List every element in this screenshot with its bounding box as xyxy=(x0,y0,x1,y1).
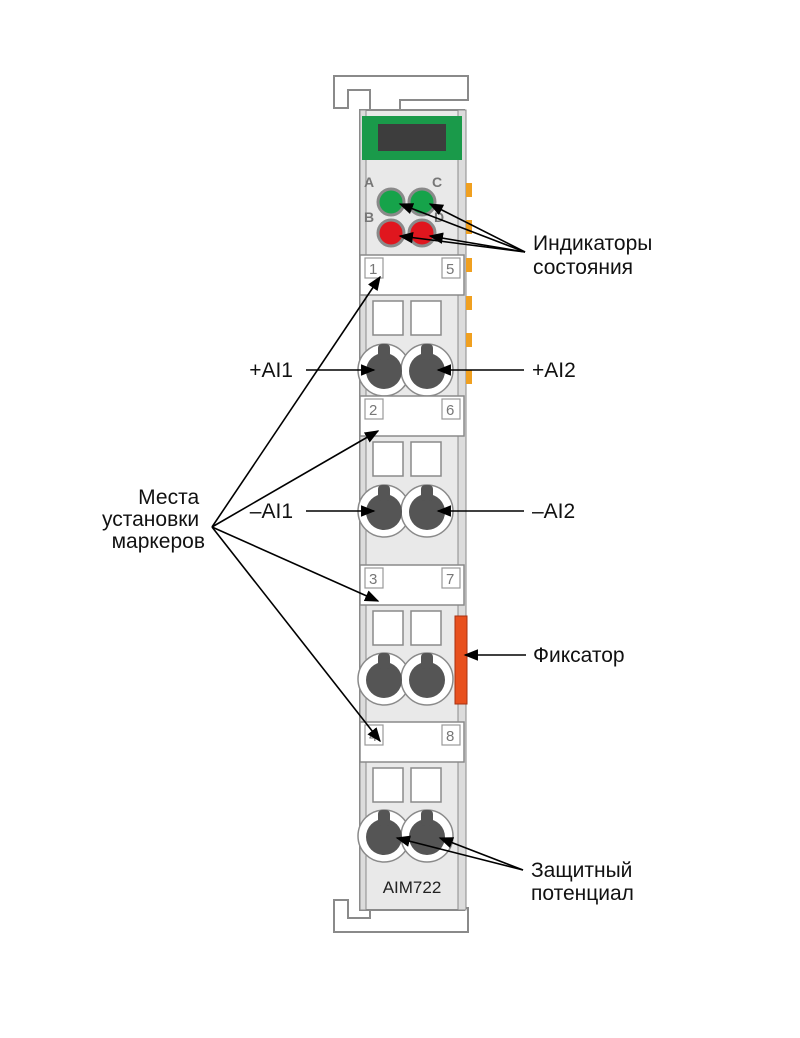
release-slot xyxy=(410,300,442,336)
arrow-status-b xyxy=(398,231,526,253)
arrow-status-d xyxy=(428,232,526,253)
led-c-green xyxy=(407,187,437,217)
wire-entry xyxy=(409,494,445,530)
wire-entry xyxy=(366,662,402,698)
terminal-block-3: 3 7 xyxy=(357,564,465,706)
arrow-status-a xyxy=(398,203,526,253)
led-b-red xyxy=(376,218,406,248)
callout-arrows xyxy=(211,203,526,871)
wire-entry xyxy=(366,353,402,389)
terminal-number-box-3 xyxy=(364,567,384,589)
arrow-marker-2 xyxy=(211,430,380,528)
latch xyxy=(454,615,468,705)
release-slot xyxy=(372,767,404,803)
display xyxy=(362,116,462,160)
led-letter-a: A xyxy=(364,174,374,190)
terminal-number-8: 8 xyxy=(446,728,454,745)
top-rail-clip xyxy=(333,75,469,113)
terminal-number-5: 5 xyxy=(446,261,454,278)
arrow-protect-right xyxy=(438,837,524,871)
led-letter-d: D xyxy=(434,209,444,225)
label-ai1-plus: +AI1 xyxy=(249,359,293,382)
display-screen xyxy=(378,124,446,151)
wire-entry xyxy=(366,494,402,530)
terminal-number-box-7 xyxy=(441,567,461,589)
contact-4 xyxy=(466,296,472,310)
terminal-block-2: 2 6 xyxy=(357,395,465,538)
release-slot xyxy=(410,610,442,646)
contact-6 xyxy=(466,370,472,384)
arrow-status-c xyxy=(428,203,526,253)
terminal-number-7: 7 xyxy=(446,571,454,588)
terminal-number-2: 2 xyxy=(369,402,377,419)
led-d-red xyxy=(407,218,437,248)
led-letter-b: B xyxy=(364,209,374,225)
wire-entry xyxy=(409,819,445,855)
release-slot xyxy=(410,767,442,803)
terminal-number-box-6 xyxy=(441,398,461,420)
release-slot xyxy=(372,441,404,477)
wire-entry xyxy=(366,819,402,855)
terminal-number-box-5 xyxy=(441,257,461,279)
arrow-marker-4 xyxy=(211,526,381,743)
release-slot xyxy=(372,610,404,646)
release-slot xyxy=(410,441,442,477)
label-ai2-plus: +AI2 xyxy=(532,359,576,382)
terminal-number-box-2 xyxy=(364,398,384,420)
label-ai2-minus: –AI2 xyxy=(532,500,575,523)
arrow-protect-left xyxy=(395,835,524,871)
led-letter-c: C xyxy=(432,174,442,190)
side-contacts xyxy=(466,183,472,384)
model-label: AIM722 xyxy=(383,878,442,897)
label-status-indicators: Индикаторы состояния xyxy=(533,232,658,279)
terminal-number-1: 1 xyxy=(369,261,377,278)
release-slot xyxy=(372,300,404,336)
contact-3 xyxy=(466,258,472,272)
wire-entry xyxy=(409,353,445,389)
terminal-number-3: 3 xyxy=(369,571,377,588)
terminal-number-box-8 xyxy=(441,724,461,746)
label-marker-slots: Места установки маркеров xyxy=(102,486,205,553)
side-profile xyxy=(457,109,467,911)
led-a-green xyxy=(376,187,406,217)
label-latch: Фиксатор xyxy=(533,644,625,667)
label-protective-potential: Защитный потенциал xyxy=(531,859,638,905)
contact-2 xyxy=(466,220,472,234)
contact-1 xyxy=(466,183,472,197)
terminal-block-1: 1 5 xyxy=(357,254,465,397)
terminal-number-6: 6 xyxy=(446,402,454,419)
arrow-marker-1 xyxy=(211,275,381,528)
wire-entry xyxy=(409,662,445,698)
label-ai1-minus: –AI1 xyxy=(250,500,293,523)
arrow-marker-3 xyxy=(211,526,380,602)
contact-5 xyxy=(466,333,472,347)
